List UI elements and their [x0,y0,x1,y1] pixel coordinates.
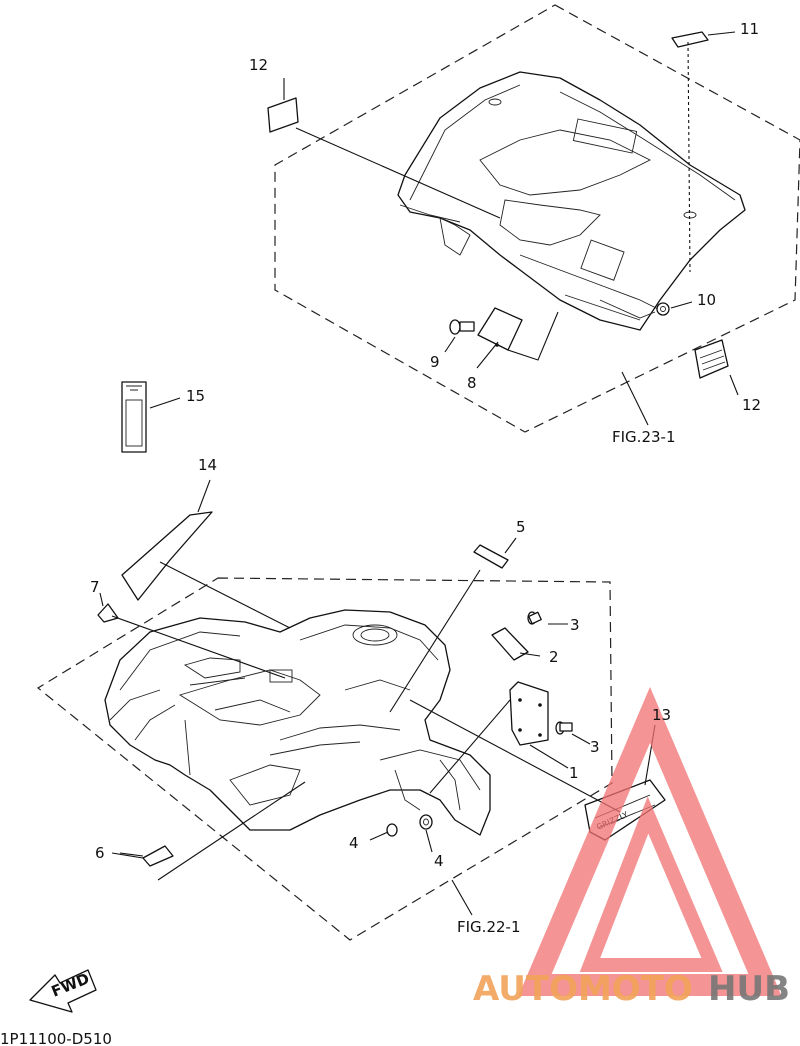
callout-5: 5 [516,518,526,536]
callout-4b: 4 [434,852,444,870]
watermark-text-hub: HUB [708,969,790,1009]
callout-8: 8 [467,374,477,392]
callout-12b: 12 [742,396,761,414]
screw-part-3a [527,611,542,625]
callout-4a: 4 [349,834,359,852]
front-fender [104,609,491,836]
label-part-11 [671,31,709,48]
washer-part-4a [386,823,398,837]
watermark-text-automoto: AUTOMOTO [473,969,693,1009]
callout-15: 15 [186,387,205,405]
callout-9: 9 [430,353,440,371]
callout-3a: 3 [570,616,580,634]
callout-3b: 3 [590,738,600,756]
callout-13: 13 [652,706,671,724]
card-part-15 [121,381,147,453]
callout-10: 10 [697,291,716,309]
label-part-5 [473,544,509,569]
callout-7: 7 [90,578,100,596]
callout-11: 11 [740,20,759,38]
ref-fig-23-1: FIG.23-1 [612,428,676,446]
decal-part-14 [121,511,213,601]
plate-part-2 [491,627,529,661]
rear-fender [397,71,746,331]
tag-part-7 [97,603,119,623]
callout-12a: 12 [249,56,268,74]
front-fender-boundary [36,577,613,941]
bracket-part-1 [509,681,549,746]
washer-part-4b [419,814,433,830]
watermark-logo: AUTOMOTO HUB [473,686,790,1009]
ref-fig-22-1: FIG.22-1 [457,918,521,936]
plate-part-8 [477,307,523,351]
callout-6: 6 [95,844,105,862]
callout-14: 14 [198,456,217,474]
screw-part-3b [555,721,573,735]
fwd-arrow: FWD [29,969,97,1013]
rear-fender-boundary [274,4,800,433]
callout-1: 1 [569,764,579,782]
label-part-12b [694,339,729,379]
grommet-part-10 [656,302,670,316]
screw-part-9 [449,319,475,335]
callout-2: 2 [549,648,559,666]
label-part-6 [142,845,174,867]
label-part-12a [267,97,299,133]
diagram-code: 1P11100-D510 [0,1030,112,1046]
